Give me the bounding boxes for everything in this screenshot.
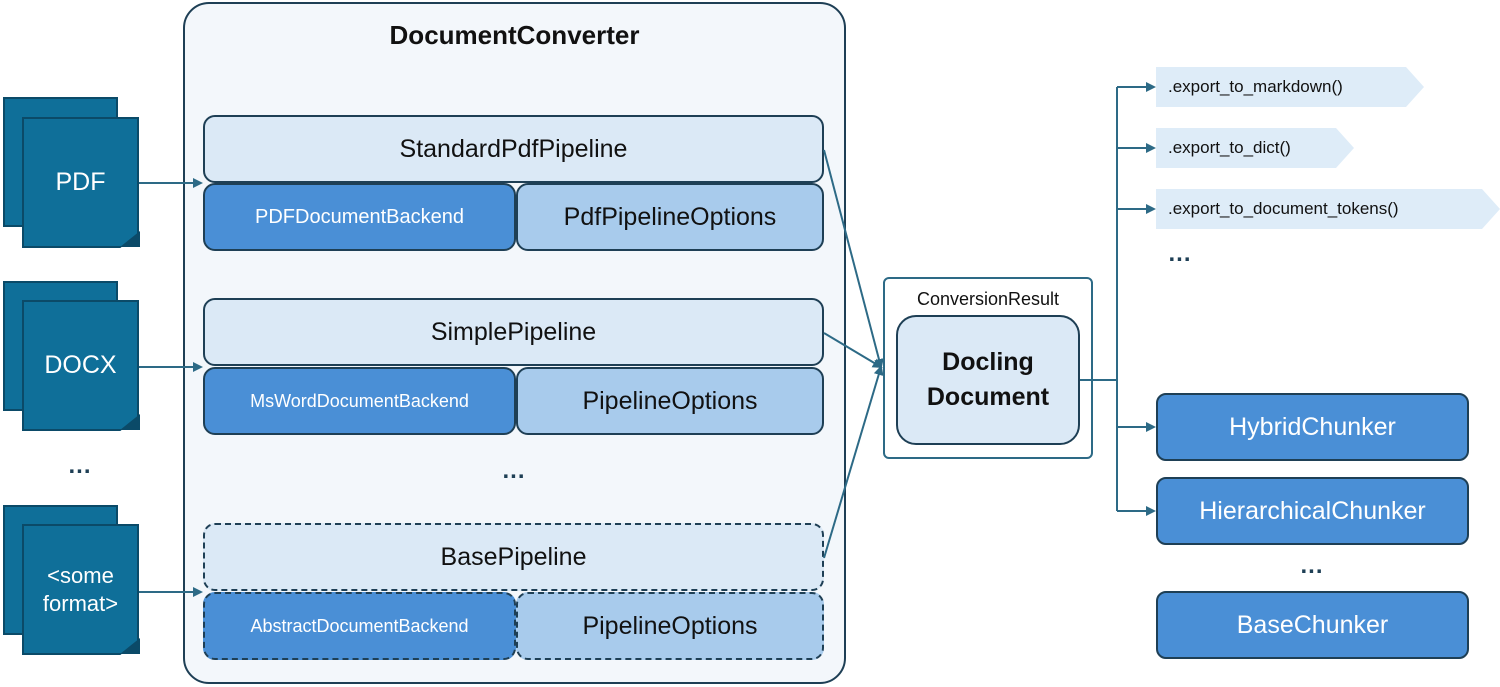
base-chunker: BaseChunker [1156,591,1469,659]
simple-pipeline-label: SimplePipeline [430,317,597,346]
pipelines-ellipsis: ... [502,457,526,484]
export-to-markdown-tag: .export_to_markdown() [1156,67,1424,107]
msword-document-backend: MsWordDocumentBackend [203,367,516,435]
simple-pipeline-options-label: PipelineOptions [582,386,758,415]
docling-document-line1: Docling [942,348,1034,376]
pdf-pipeline-options: PdfPipelineOptions [516,183,824,251]
abstract-document-backend: AbstractDocumentBackend [203,592,516,660]
docx-doc-icon: DOCX [22,300,139,431]
base-pipeline-options: PipelineOptions [516,592,824,660]
export-to-markdown-label: .export_to_markdown() [1168,77,1343,96]
pdf-label: PDF [55,167,106,196]
hybrid-chunker: HybridChunker [1156,393,1469,461]
document-converter-title: DocumentConverter [389,20,640,50]
base-pipeline-options-label: PipelineOptions [582,611,758,640]
simple-pipeline-to-result-arrow [823,332,883,369]
pdf-doc-icon: PDF [22,117,139,248]
pdf-document-backend-label: PDFDocumentBackend [255,205,464,228]
hybrid-chunker-label: HybridChunker [1229,412,1396,441]
msword-document-backend-label: MsWordDocumentBackend [250,390,469,411]
simple-pipeline: SimplePipeline [203,298,824,366]
base-pipeline: BasePipeline [203,523,824,591]
docling-document-box: Docling Document [896,315,1080,445]
standard-pdf-pipeline: StandardPdfPipeline [203,115,824,183]
standard-pdf-pipeline-label: StandardPdfPipeline [399,134,628,163]
docling-document-line2: Document [926,383,1050,411]
inputs-ellipsis: ... [68,452,92,479]
standard-pipeline-to-result-arrow [823,149,884,369]
simple-pipeline-options: PipelineOptions [516,367,824,435]
hierarchical-chunker: HierarchicalChunker [1156,477,1469,545]
pdf-pipeline-options-label: PdfPipelineOptions [563,202,777,231]
other-format-doc-icon: <some format> [22,524,139,655]
exports-ellipsis: ... [1168,240,1192,267]
base-pipeline-label: BasePipeline [440,542,587,571]
abstract-document-backend-label: AbstractDocumentBackend [250,615,469,636]
base-chunker-label: BaseChunker [1236,610,1389,639]
conversion-result-label: ConversionResult [916,289,1060,309]
docx-label: DOCX [44,350,117,379]
other-format-label-line2: format> [42,590,119,616]
base-pipeline-to-result-arrow [823,365,884,559]
chunkers-ellipsis: ... [1300,552,1324,579]
export-to-document-tokens-label: .export_to_document_tokens() [1168,199,1399,218]
other-format-label-line1: <some [47,563,114,588]
export-to-document-tokens-tag: .export_to_document_tokens() [1156,189,1500,229]
export-to-dict-label: .export_to_dict() [1168,138,1291,157]
pdf-document-backend: PDFDocumentBackend [203,183,516,251]
export-to-dict-tag: .export_to_dict() [1156,128,1354,168]
hierarchical-chunker-label: HierarchicalChunker [1199,496,1426,525]
